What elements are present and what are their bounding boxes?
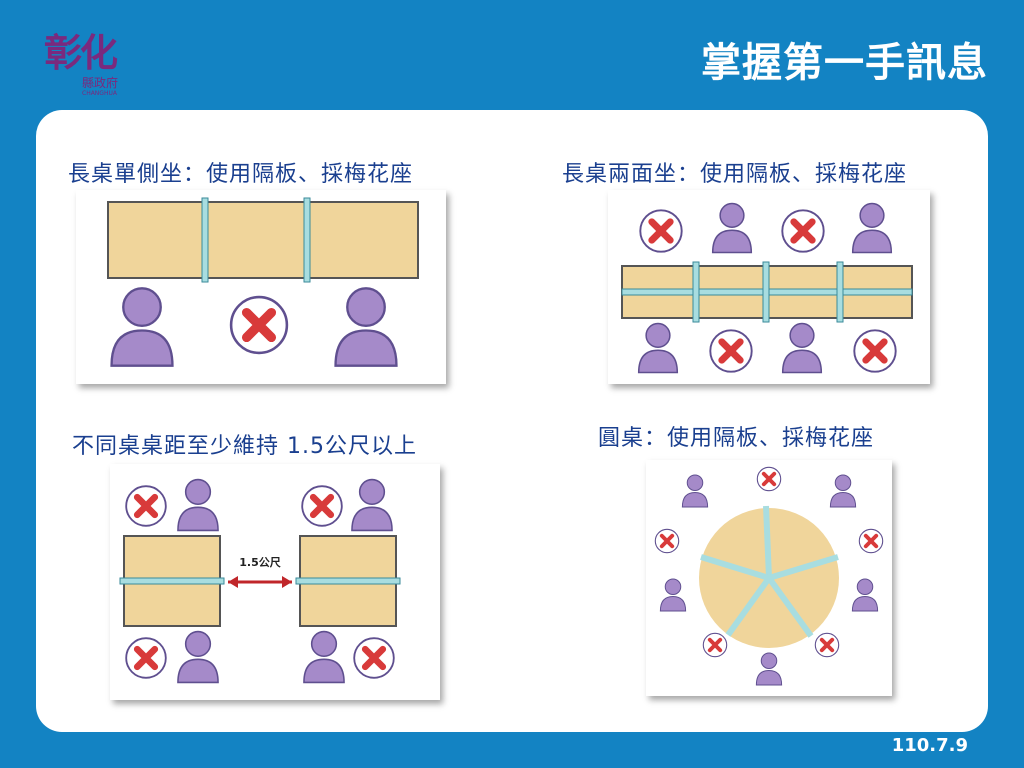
logo-main-text: 彰化 <box>44 30 118 75</box>
diagram-distance: 1.5公尺 <box>110 464 440 700</box>
round-drawing <box>654 466 884 686</box>
person-icon <box>755 652 783 686</box>
no-seat-icon <box>654 528 680 554</box>
content-panel: 長桌單側坐：使用隔板、採梅花座 長桌兩面坐：使用隔板、採梅花座 <box>36 110 988 732</box>
partition <box>119 577 225 585</box>
person-icon <box>659 578 687 612</box>
partition <box>836 261 844 323</box>
logo-sub-text: 縣政府 <box>82 76 119 90</box>
no-seat-icon <box>354 638 394 678</box>
no-seat-icon <box>640 210 681 251</box>
county-logo: 彰化 縣政府 CHANGHUA <box>30 8 150 100</box>
person-icon <box>177 478 219 532</box>
person-icon <box>851 578 879 612</box>
no-seat-icon <box>854 330 895 371</box>
page-title: 掌握第一手訊息 <box>701 40 988 86</box>
partition <box>692 261 700 323</box>
heading-long-single: 長桌單側坐：使用隔板、採梅花座 <box>68 162 414 187</box>
no-seat-icon <box>858 528 884 554</box>
person-icon <box>829 474 857 508</box>
partition <box>201 197 209 283</box>
person-icon <box>637 322 679 374</box>
logo-english-text: CHANGHUA <box>82 90 117 97</box>
partition <box>295 577 401 585</box>
heading-distance: 不同桌桌距至少維持 1.5公尺以上 <box>72 434 417 459</box>
diagram-long-single <box>76 190 446 384</box>
person-icon <box>781 322 823 374</box>
long-double-drawing <box>621 202 913 384</box>
no-seat-icon <box>814 632 840 658</box>
distance-drawing: 1.5公尺 <box>119 478 401 684</box>
person-icon <box>110 287 174 367</box>
person-icon <box>351 478 393 532</box>
partition <box>303 197 311 283</box>
person-icon <box>681 474 709 508</box>
no-seat-icon <box>702 632 728 658</box>
person-icon <box>303 630 345 684</box>
distance-label: 1.5公尺 <box>239 556 281 569</box>
no-seat-icon <box>126 486 166 526</box>
no-seat-icon <box>126 638 166 678</box>
no-seat-icon <box>782 210 823 251</box>
long-table <box>107 201 419 279</box>
heading-long-double: 長桌兩面坐：使用隔板、採梅花座 <box>562 162 908 187</box>
person-icon <box>711 202 753 254</box>
diagram-long-double <box>608 190 930 384</box>
person-icon <box>334 287 398 367</box>
partition <box>762 261 770 323</box>
long-single-drawing <box>107 197 419 367</box>
footer-date: 110.7.9 <box>891 735 968 756</box>
person-icon <box>177 630 219 684</box>
no-seat-icon <box>302 486 342 526</box>
no-seat-icon <box>231 297 287 353</box>
no-seat-icon <box>710 330 751 371</box>
person-icon <box>851 202 893 254</box>
diagram-round <box>646 460 892 696</box>
round-partitions <box>700 505 839 638</box>
no-seat-icon <box>756 466 782 492</box>
heading-round: 圓桌：使用隔板、採梅花座 <box>598 426 875 451</box>
